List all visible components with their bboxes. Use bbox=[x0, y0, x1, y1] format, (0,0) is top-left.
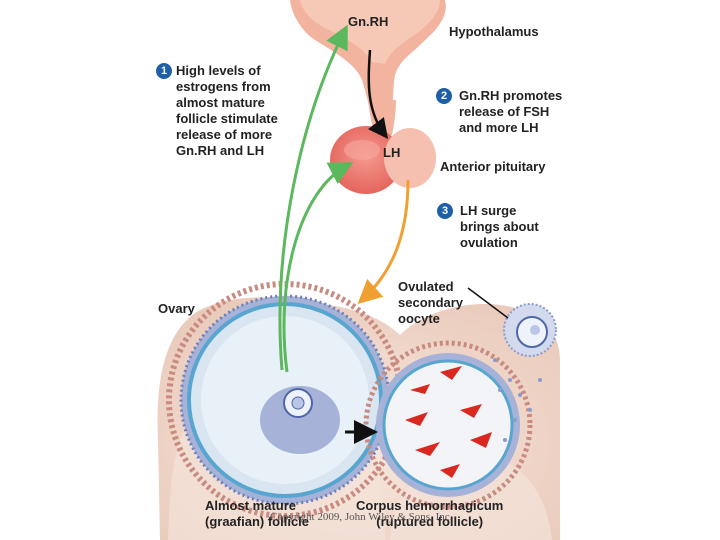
ovulated-oocyte-label: Ovulated secondary oocyte bbox=[398, 279, 464, 326]
step-3-badge: 3 bbox=[437, 203, 453, 219]
ovary-label: Ovary bbox=[158, 301, 195, 316]
anterior-pituitary-label: Anterior pituitary bbox=[440, 159, 546, 174]
lh-label: LH bbox=[383, 145, 401, 160]
lh-green-arrow bbox=[282, 162, 354, 373]
gnrh-green-arrow bbox=[278, 24, 348, 371]
step-3-text: LH surge brings about ovulation bbox=[460, 203, 539, 250]
gnrh-black-arrow bbox=[367, 49, 389, 139]
lh-surge-orange-arrow bbox=[357, 179, 410, 305]
copyright-notice: Copyright 2009, John Wiley & Sons, Inc. bbox=[270, 511, 453, 523]
oocyte-pointer-line bbox=[467, 287, 509, 319]
step-1-text: High levels of estrogens from almost mat… bbox=[176, 63, 278, 158]
step-2-text: Gn.RH promotes release of FSH and more L… bbox=[459, 88, 563, 135]
hypothalamus-label: Hypothalamus bbox=[449, 24, 539, 39]
corpus-hemorrhagicum-label: Corpus hemorrhagicum (ruptured follicle) bbox=[356, 498, 504, 529]
ovulated-oocyte bbox=[503, 303, 557, 357]
graafian-follicle-label: Almost mature (graafian) follicle bbox=[205, 498, 310, 529]
corpus-hemorrhagicum bbox=[363, 340, 542, 510]
step-2-badge: 2 bbox=[436, 88, 452, 104]
step-1-badge: 1 bbox=[156, 63, 172, 79]
gnrh-top-label: Gn.RH bbox=[348, 14, 389, 29]
